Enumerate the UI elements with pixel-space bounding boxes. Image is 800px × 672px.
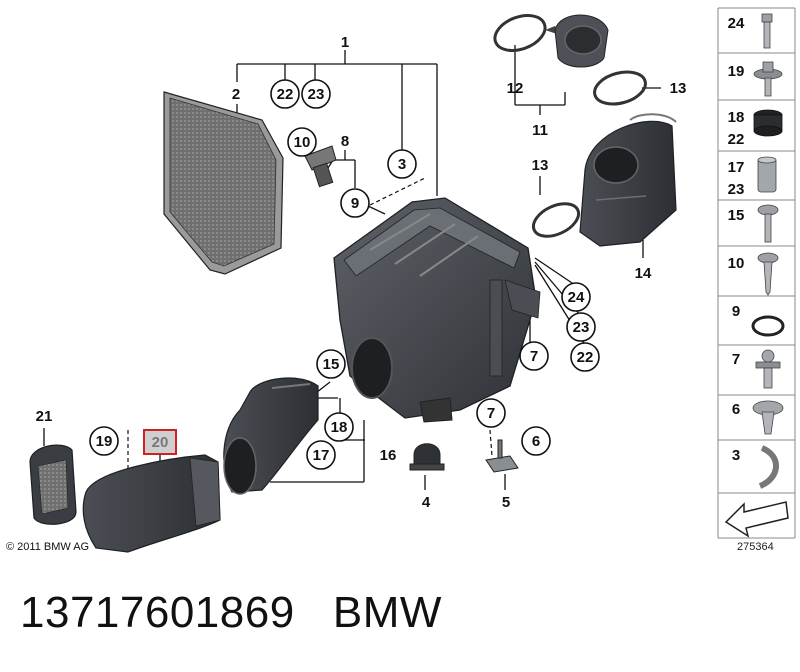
callout-circle <box>89 426 119 456</box>
intake-duct <box>223 377 319 495</box>
legend-label: 23 <box>728 181 745 198</box>
spring-clip <box>485 439 519 473</box>
callout-circle <box>521 426 551 456</box>
callout-label: 13 <box>670 80 687 97</box>
intake-boot <box>579 113 677 247</box>
self-tapping-screw-icon <box>757 252 779 296</box>
rubber-grommet-icon <box>753 109 783 137</box>
callout-circle <box>324 412 354 442</box>
callout-label: 17 <box>313 447 330 464</box>
torx-screw-icon <box>757 204 779 243</box>
callout-circle <box>270 79 300 109</box>
callout-label: 7 <box>530 348 538 365</box>
air-filter-element <box>163 91 284 275</box>
hardware-legend: 24 19 18 22 17 23 15 10 9 7 6 3 <box>717 7 796 539</box>
callout-circle <box>570 342 600 372</box>
callout-circle <box>519 341 549 371</box>
intake-scoop <box>82 454 221 553</box>
legend-label: 9 <box>732 303 740 320</box>
callout-label: 23 <box>308 86 325 103</box>
callout-label: 18 <box>331 419 348 436</box>
callout-label: 2 <box>232 86 240 103</box>
intake-grille <box>29 444 77 525</box>
callout-labels: 1 2 22 23 3 8 10 9 12 11 13 13 14 24 23 … <box>36 34 687 511</box>
callout-label: 23 <box>573 319 590 336</box>
callout-circle <box>340 188 370 218</box>
callout-circle <box>301 79 331 109</box>
callout-label: 3 <box>398 156 406 173</box>
callout-label: 1 <box>341 34 349 51</box>
retaining-clip-icon <box>758 445 779 489</box>
washer-screw-icon <box>753 61 783 97</box>
callout-label: 22 <box>277 86 294 103</box>
callout-circle <box>287 127 317 157</box>
callout-label: 9 <box>351 195 359 212</box>
callout-label: 10 <box>294 134 311 151</box>
callout-circle <box>561 282 591 312</box>
copyright-notice: © 2011 BMW AG <box>6 541 90 553</box>
legend-label: 10 <box>728 255 745 272</box>
callout-circle <box>306 440 336 470</box>
part-number: 13717601869 <box>20 588 295 637</box>
o-ring-icon <box>751 315 785 337</box>
callout-label: 4 <box>422 494 431 511</box>
callout-label: 7 <box>487 405 495 422</box>
callout-label: 13 <box>532 157 549 174</box>
legend-label: 24 <box>728 15 745 32</box>
callout-circle <box>566 312 596 342</box>
rubber-mount <box>409 443 445 471</box>
callout-label: 19 <box>96 433 113 450</box>
hose-clamps <box>493 14 647 238</box>
callout-label: 12 <box>507 80 524 97</box>
callout-label: 21 <box>36 408 53 425</box>
expansion-rivet-icon <box>752 400 784 435</box>
callout-circle <box>476 398 506 428</box>
legend-label: 18 <box>728 109 745 126</box>
callout-circle <box>387 149 417 179</box>
spacer-sleeve-icon <box>757 156 777 193</box>
diagram-reference: 275364 <box>737 541 774 553</box>
legend-label: 19 <box>728 63 745 80</box>
callout-label: 6 <box>532 433 540 450</box>
mounting-screw-part <box>304 145 337 188</box>
legend-label: 15 <box>728 207 745 224</box>
callout-label: 11 <box>532 122 548 139</box>
part-caption: 13717601869 BMW <box>20 588 442 638</box>
ball-stud-icon <box>755 349 781 389</box>
highlighted-part-box <box>143 429 177 455</box>
brand-name: BMW <box>332 588 442 637</box>
legend-label: 22 <box>728 131 745 148</box>
callout-label: 22 <box>577 349 594 366</box>
legend-label: 7 <box>732 351 740 368</box>
legend-label: 6 <box>732 401 740 418</box>
intake-silencer-housing <box>333 197 541 423</box>
callout-label: 5 <box>502 494 510 511</box>
callout-label: 24 <box>568 289 585 306</box>
callout-label: 15 <box>323 356 340 373</box>
callout-label: 14 <box>635 265 652 282</box>
callout-circle <box>316 349 346 379</box>
legend-label: 3 <box>732 447 740 464</box>
bolt-icon <box>761 13 773 49</box>
callout-label: 16 <box>380 447 397 464</box>
direction-arrow-icon <box>724 501 789 538</box>
callout-label-highlighted: 20 <box>152 434 169 451</box>
legend-label: 17 <box>728 159 745 176</box>
callout-label: 8 <box>341 133 349 150</box>
